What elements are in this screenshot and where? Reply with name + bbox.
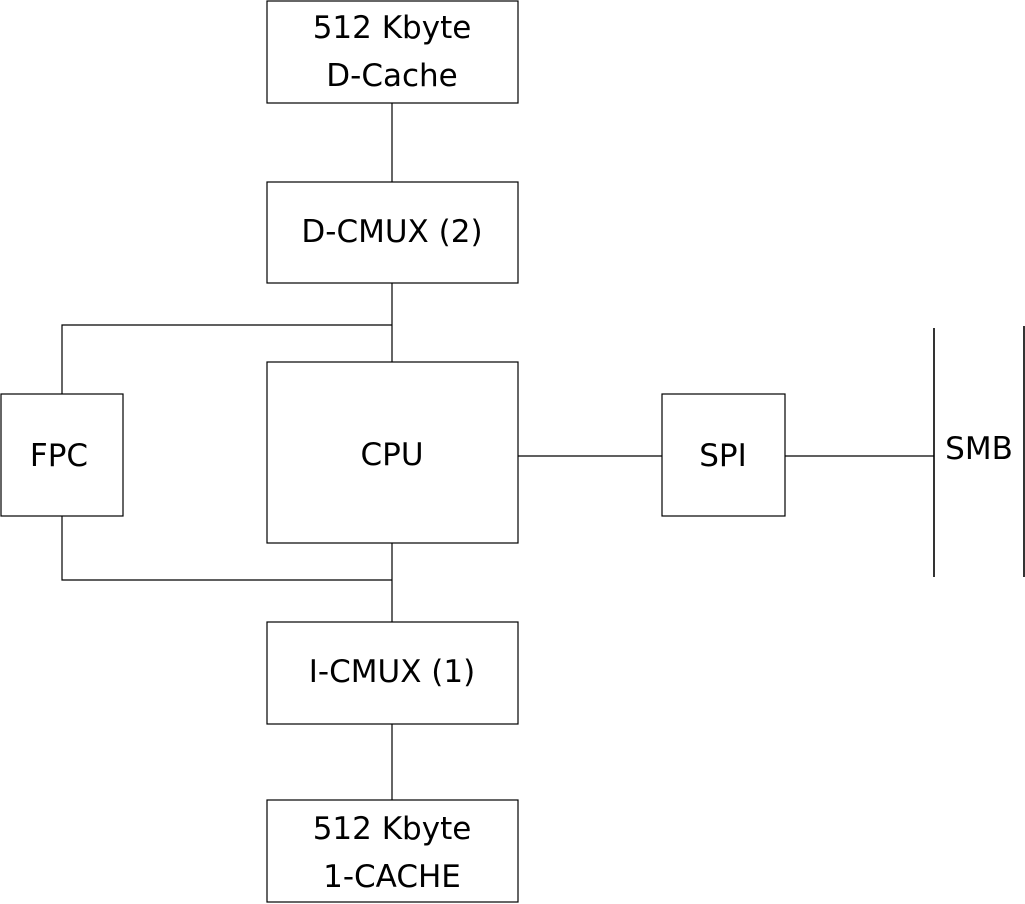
smb-bus: SMB — [933, 326, 1025, 577]
cpu-box — [266, 361, 519, 544]
connections — [61, 103, 934, 800]
i-cache-box — [266, 799, 519, 903]
fpc-box — [0, 393, 124, 517]
i-cmux-label: I-CMUX (1) — [309, 654, 475, 690]
i-cmux-block: I-CMUX (1) — [266, 621, 519, 725]
d-cmux-label: D-CMUX (2) — [301, 214, 482, 250]
d-cmux-box — [266, 181, 519, 284]
spi-label: SPI — [699, 438, 747, 474]
d-cache-block: 512 Kbyte D-Cache — [266, 0, 519, 104]
smb-label: SMB — [945, 431, 1013, 467]
cpu-label: CPU — [360, 437, 423, 473]
d-cmux-block: D-CMUX (2) — [266, 181, 519, 284]
cpu-block: CPU — [266, 361, 519, 544]
fpc-label: FPC — [30, 438, 88, 474]
fpc-block: FPC — [0, 393, 124, 517]
spi-box — [661, 393, 786, 517]
i-cache-block: 512 Kbyte 1-CACHE — [266, 799, 519, 903]
d-cache-label-line2: D-Cache — [326, 58, 457, 94]
d-cache-label-line1: 512 Kbyte — [313, 10, 472, 46]
i-cmux-box — [266, 621, 519, 725]
i-cache-label-line1: 512 Kbyte — [313, 811, 472, 847]
i-cache-label-line2: 1-CACHE — [323, 859, 461, 895]
d-cache-box — [266, 0, 519, 104]
spi-block: SPI — [661, 393, 786, 517]
wire-fpc-bottom — [61, 516, 392, 581]
wire-fpc-top — [61, 324, 392, 394]
